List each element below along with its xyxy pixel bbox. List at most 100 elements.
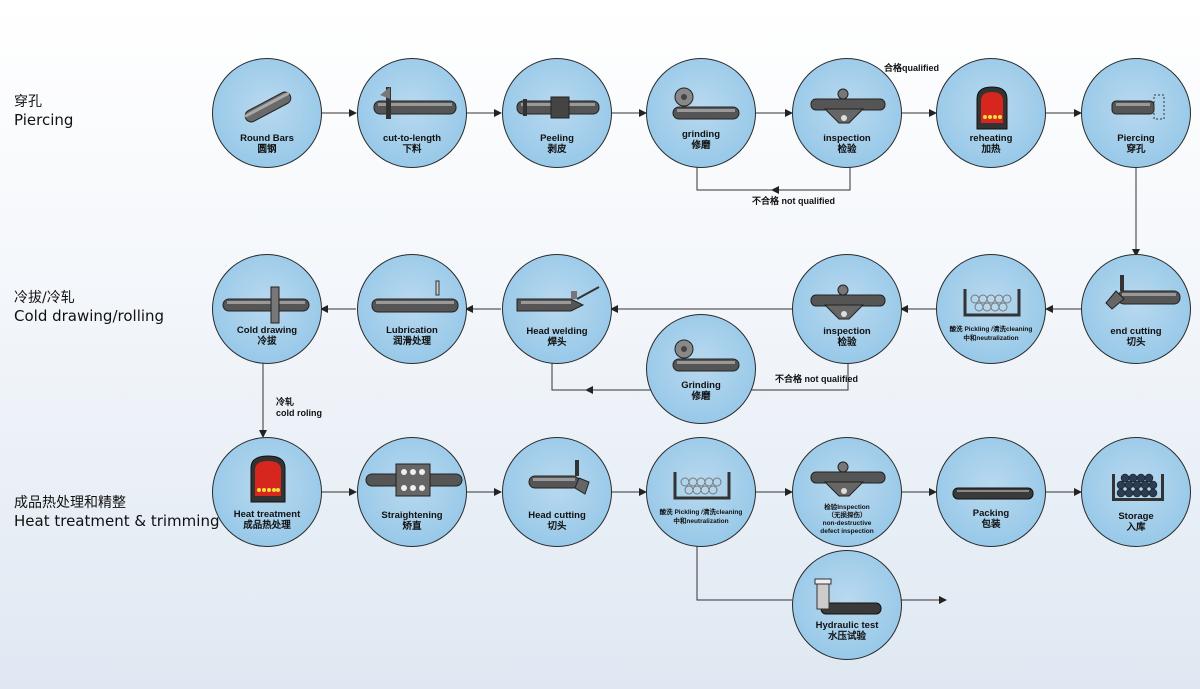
stage-label-en: Peeling (540, 133, 574, 144)
section-cold-zh: 冷拔/冷轧 (14, 290, 75, 306)
stage-reheating: reheating 加热 (936, 58, 1046, 168)
section-heat-en: Heat treatment & trimming (14, 512, 220, 530)
stage-head-cutting: Head cutting 切头 (502, 437, 612, 547)
grinding-wheel-icon (672, 339, 740, 372)
stage-label-en: grinding (682, 129, 720, 140)
stage-label-en: Straightening (381, 510, 443, 521)
furnace-icon (976, 86, 1008, 130)
stage-label-en: Storage (1118, 511, 1154, 522)
stage-label-zh: 焊头 (547, 337, 567, 348)
hydraulic-press-icon (814, 578, 882, 615)
inspection-gauge-icon (810, 88, 886, 124)
arrow-not-qualified-1 (771, 166, 851, 194)
straightener-icon (365, 463, 463, 497)
stage-label-zh: 成品热处理 (243, 520, 291, 531)
ndt-gauge-icon (810, 461, 886, 497)
stage-label-en: Round Bars (240, 133, 294, 144)
stage-peeling: Peeling 剥皮 (502, 58, 612, 168)
section-heat: 成品热处理和精整 Heat treatment & trimming (14, 494, 219, 531)
pickling-tank-icon (963, 289, 1021, 317)
stage-inspection: inspection 检验 (792, 58, 902, 168)
head-cutter-icon (528, 460, 590, 495)
cold-rolling-zh: 冷轧 (276, 397, 295, 407)
inspection-gauge-icon (810, 284, 886, 320)
stage-label-zh: 检验 (837, 144, 857, 155)
stage-label-en: end cutting (1110, 326, 1162, 337)
stage-label-zh: 修磨 (691, 140, 711, 151)
stage-lubrication: Lubrication 润滑处理 (357, 254, 467, 364)
lubrication-icon (371, 280, 459, 313)
stage-label-line2: （无损探伤） (827, 512, 867, 519)
section-heat-zh: 成品热处理和精整 (14, 495, 126, 511)
stage-label-zh: 加热 (981, 144, 1001, 155)
stage-storage: Storage 入库 (1081, 437, 1191, 547)
grinding-wheel-icon (672, 87, 740, 120)
stage-round-bars: Round Bars 圆钢 (212, 58, 322, 168)
stage-label-line1: 酸洗 Pickling /清洗cleaning (949, 326, 1033, 333)
stage-label-zh: 水压试验 (827, 631, 866, 642)
saw-cut-icon (373, 87, 457, 119)
stage-label-zh: 检验 (837, 337, 857, 348)
grind-return-line-2 (551, 363, 590, 391)
stage-head-welding: Head welding 焊头 (502, 254, 612, 364)
stage-label-en: Head cutting (528, 510, 586, 521)
end-cutter-icon (1105, 275, 1181, 310)
stage-label-zh: 修磨 (691, 391, 711, 402)
stage-label-zh: 润滑处理 (392, 336, 431, 347)
drawing-die-icon (222, 286, 310, 324)
stage-piercing: Piercing 穿孔 (1081, 58, 1191, 168)
stage-label-en: cut-to-length (382, 133, 442, 144)
peeling-icon (516, 96, 600, 119)
stage-label-line1: 酸洗 Pickling /清洗cleaning (659, 509, 743, 516)
stage-label-zh: 矫直 (402, 521, 422, 532)
stage-label-zh: 包装 (981, 519, 1001, 530)
stage-label-line2: 中和neutralization (673, 518, 729, 525)
hydraulic-in-line (696, 545, 792, 601)
stage-label-en: Lubrication (386, 325, 438, 336)
section-piercing-zh: 穿孔 (14, 94, 42, 110)
stage-label-en: inspection (823, 133, 871, 144)
stage-label-zh: 剥皮 (547, 144, 567, 155)
stage-pickling: 酸洗 Pickling /清洗cleaning 中和neutralization (936, 254, 1046, 364)
packing-bundle-icon (952, 487, 1034, 500)
pickling-tank-icon (673, 472, 731, 500)
stage-label-en: Piercing (1117, 133, 1155, 144)
stage-label-zh: 入库 (1126, 522, 1146, 533)
cold-rolling-en: cold roling (276, 408, 322, 418)
stage-label-en: Hydraulic test (815, 620, 879, 631)
stage-heat-treatment: Heat treatment 成品热处理 (212, 437, 322, 547)
stage-label-en: Grinding (681, 380, 721, 391)
stage-label-line4: defect inspection (820, 528, 874, 535)
section-piercing: 穿孔 Piercing (14, 93, 73, 130)
stage-cold-drawing: Cold drawing 冷拔 (212, 254, 322, 364)
stage-label-zh: 切头 (1126, 337, 1146, 348)
stage-label-zh: 圆钢 (257, 144, 277, 155)
stage-label-zh: 下料 (402, 144, 422, 155)
not-qualified-note-1: 不合格 not qualified (752, 196, 835, 206)
qualified-note: 合格qualified (884, 63, 940, 73)
stage-label-en: Head welding (526, 326, 588, 337)
stage-hydraulic-test: Hydraulic test 水压试验 (792, 550, 902, 660)
stage-label-en: reheating (969, 133, 1013, 144)
section-cold-en: Cold drawing/rolling (14, 307, 165, 325)
stage-label-en: Heat treatment (233, 509, 301, 520)
piercing-mill-icon (1111, 94, 1165, 120)
grind-return-line-1 (696, 166, 772, 191)
stage-end-cutting: end cutting 切头 (1081, 254, 1191, 364)
stage-label-line2: 中和neutralization (963, 335, 1019, 342)
stage-label-en: Packing (972, 508, 1010, 519)
stage-ndt-inspection: 检验Inspection （无损探伤） non-destructive defe… (792, 437, 902, 547)
welding-torch-icon (516, 286, 600, 312)
stage-grinding: grinding 修磨 (646, 58, 756, 168)
stage-label-zh: 冷拔 (257, 336, 277, 347)
stage-grinding-2: Grinding 修磨 (646, 314, 756, 424)
stage-label-en: inspection (823, 326, 871, 337)
stage-label-line3: non-destructive (822, 520, 872, 527)
round-bar-icon (244, 91, 292, 123)
stage-label-en: Cold drawing (236, 325, 298, 336)
stage-packing: Packing 包装 (936, 437, 1046, 547)
stage-straightening: Straightening 矫直 (357, 437, 467, 547)
not-qualified-note-2: 不合格 not qualified (775, 374, 858, 384)
stage-pickling-2: 酸洗 Pickling /清洗cleaning 中和neutralization (646, 437, 756, 547)
stage-label-line1: 检验Inspection (824, 504, 870, 511)
